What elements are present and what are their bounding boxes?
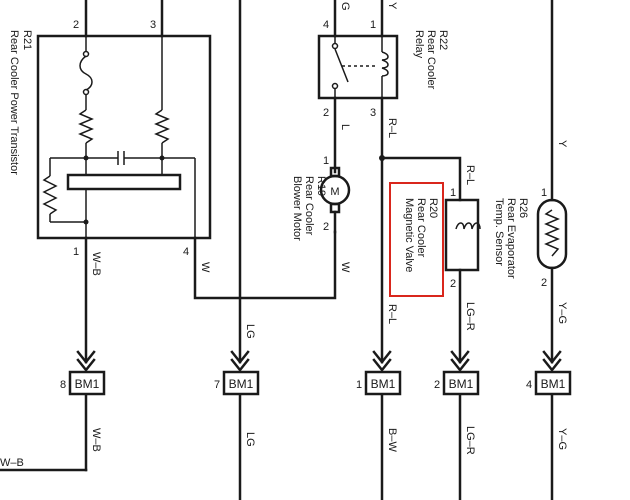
- component-code: R21: [21, 30, 33, 50]
- wire-label: LG: [244, 324, 256, 339]
- connector-label: BM1: [541, 377, 566, 391]
- r21-power-transistor: [36, 34, 212, 240]
- wire-label: R–L: [464, 165, 476, 185]
- component-name: Rear Cooler: [415, 198, 427, 258]
- wire-label: LG: [244, 432, 256, 447]
- component-name: Relay: [413, 30, 425, 59]
- wire-label: L: [339, 124, 351, 130]
- pin-label: 2: [541, 277, 547, 289]
- resistor-icon: [154, 109, 170, 144]
- wire-label: W: [199, 262, 211, 273]
- pin-label: 2: [73, 19, 79, 31]
- wire-label: Y–G: [556, 428, 568, 450]
- wire-label: G: [339, 2, 351, 11]
- wire-labels: G Y L R–L R–L W–B W W LG R–L LG–R Y Y–G …: [0, 2, 568, 469]
- component-name: Temp. Sensor: [493, 198, 505, 266]
- pin-numbers: 2 3 1 4 4 1 2 3 1 2 1 2 1 2: [73, 19, 547, 290]
- connector-pin: 7: [214, 379, 220, 391]
- motor-symbol: M: [330, 186, 339, 198]
- connector-label: BM1: [75, 377, 100, 391]
- resistor-icon: [42, 175, 58, 215]
- wire-label: W–B: [90, 428, 102, 452]
- component-name: Rear Evaporator: [505, 198, 517, 279]
- component-labels: R21 Rear Cooler Power Transistor R22 Rea…: [8, 30, 529, 279]
- connector-label: BM1: [229, 377, 254, 391]
- connector-pin: 2: [434, 379, 440, 391]
- connector-7: BM1 7: [214, 350, 260, 396]
- coil-icon: [455, 222, 481, 230]
- pin-label: 4: [323, 19, 329, 31]
- r19-blower-motor: M: [319, 166, 351, 234]
- r22-relay: [317, 34, 399, 100]
- component-name: Rear Cooler: [303, 176, 315, 236]
- wire-label: LG–R: [464, 302, 476, 331]
- wire-label: W–B: [0, 457, 24, 469]
- wire-label: W: [339, 262, 351, 273]
- r21-box: [36, 34, 212, 240]
- pin-label: 2: [450, 278, 456, 290]
- wire-label: Y–G: [556, 302, 568, 324]
- r26-temp-sensor: [536, 198, 568, 270]
- connector-8: BM1 8: [60, 350, 106, 396]
- pin-label: 2: [323, 107, 329, 119]
- pin-label: 3: [150, 19, 156, 31]
- component-code: R26: [517, 198, 529, 218]
- thermistor-icon: [536, 198, 568, 270]
- fuse-icon: [79, 55, 93, 91]
- connector-label: BM1: [371, 377, 396, 391]
- wire-label: B–W: [386, 428, 398, 452]
- junction-dot: [379, 155, 385, 161]
- component-name: Rear Cooler: [425, 30, 437, 90]
- connector-pin: 8: [60, 379, 66, 391]
- pin-label: 2: [323, 221, 329, 233]
- wire-label: W–B: [90, 252, 102, 276]
- wire-label: R–L: [386, 304, 398, 324]
- connector-2: BM1 2: [434, 350, 480, 396]
- pin-label: 1: [541, 187, 547, 199]
- pin-label: 1: [323, 155, 329, 167]
- connector-pin: 4: [526, 379, 532, 391]
- coil-icon: [381, 51, 389, 77]
- component-code: R20: [427, 198, 439, 218]
- connector-1: BM1 1: [356, 350, 402, 396]
- r20-magnetic-valve: [389, 182, 481, 297]
- component-code: R19: [315, 176, 327, 196]
- highlight-box: [389, 182, 444, 297]
- connector-4: BM1 4: [526, 350, 572, 396]
- wire-label: Y: [556, 140, 568, 148]
- component-code: R22: [437, 30, 449, 50]
- pin-label: 1: [370, 19, 376, 31]
- transistor-icon: [66, 173, 182, 191]
- switch-icon: [334, 48, 349, 83]
- connectors: BM1 8 BM1 7 BM1 1 BM1 2 BM1: [60, 350, 572, 396]
- r20-box: [444, 198, 480, 272]
- component-name: Blower Motor: [291, 176, 303, 241]
- wire-label: LG–R: [464, 426, 476, 455]
- r22-box: [317, 34, 399, 100]
- wire-r20-in: [380, 156, 462, 202]
- wire-label: R–L: [386, 118, 398, 138]
- connector-label: BM1: [449, 377, 474, 391]
- pin-label: 4: [183, 246, 189, 258]
- pin-label: 1: [73, 246, 79, 258]
- resistor-icon: [78, 109, 94, 144]
- connector-pin: 1: [356, 379, 362, 391]
- wires: [0, 0, 554, 500]
- wire-label: Y: [386, 2, 398, 10]
- component-name: Rear Cooler Power Transistor: [8, 30, 20, 175]
- wire-r21-pin4: [193, 230, 337, 300]
- pin-label: 3: [370, 107, 376, 119]
- pin-label: 1: [450, 187, 456, 199]
- component-name: Magnetic Valve: [403, 198, 415, 272]
